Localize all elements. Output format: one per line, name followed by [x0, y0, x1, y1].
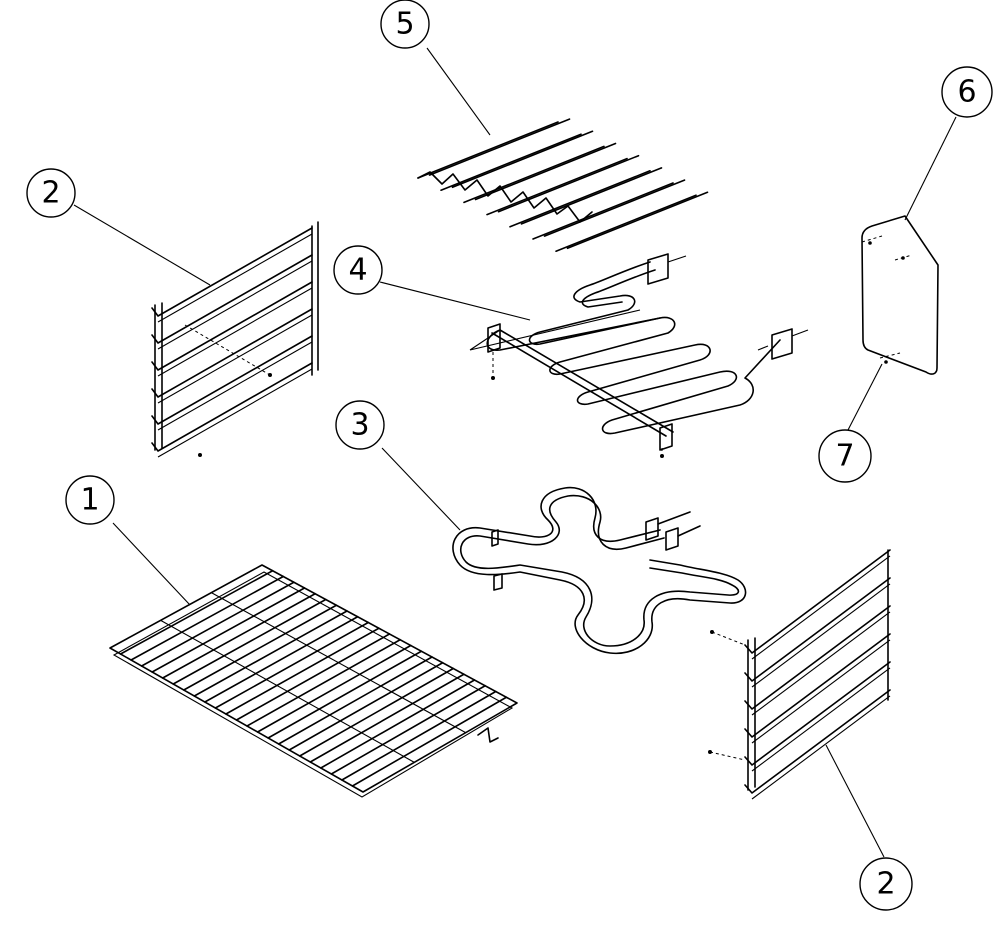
support-rail: [157, 368, 313, 458]
support-rail: [157, 287, 313, 377]
baffle-ridge: [440, 133, 582, 191]
support-rail: [744, 661, 891, 766]
callout-1-label: 1: [80, 483, 99, 518]
callout-5: 5: [380, 0, 430, 49]
support-rail: [151, 362, 313, 452]
rack-wire: [341, 690, 497, 781]
rack-wire: [214, 621, 370, 709]
callout-6-label: 6: [957, 75, 976, 110]
part-4-broil-element: [469, 253, 809, 458]
screw: [708, 750, 712, 754]
callout-7-label: 7: [835, 439, 854, 474]
callout-4: 4: [333, 245, 383, 295]
callout-2-right: 2: [859, 857, 913, 911]
baffle-ridge: [543, 179, 686, 237]
rack-wire: [119, 569, 274, 655]
rack-wire: [235, 633, 391, 721]
rack-wire: [130, 575, 285, 661]
rack-wire: [225, 627, 380, 715]
baffle-ridge: [520, 167, 663, 225]
baffle-ridge: [555, 194, 697, 252]
screw-guide: [711, 631, 746, 646]
support-rail: [151, 227, 313, 317]
support-rail: [157, 341, 313, 431]
support-rail: [151, 254, 313, 344]
support-rail: [157, 314, 313, 404]
rack-wire: [151, 587, 306, 673]
support-rail: [157, 233, 313, 323]
rack-wire: [182, 604, 338, 691]
callout-4-label: 4: [348, 253, 367, 288]
support-rail: [744, 577, 891, 682]
screw-guide: [709, 751, 746, 761]
rack-wire: [140, 581, 295, 667]
baffle-ridge: [566, 191, 709, 250]
callout-6: 6: [941, 66, 993, 118]
baffle-ridge: [497, 154, 640, 213]
rack-wire: [330, 684, 486, 775]
part-2-right-rack-support: [708, 549, 891, 800]
baffle-ridge: [509, 170, 651, 228]
part-6-cover-plate: [861, 215, 939, 375]
screw-guide: [184, 324, 271, 376]
rack-stop: [477, 727, 499, 743]
baffle-ridge: [428, 118, 571, 176]
baffle-ridge: [532, 182, 674, 240]
rack-wire: [288, 661, 444, 751]
rack-wire: [256, 644, 412, 733]
rack-wire: [204, 615, 359, 703]
rack-wire: [267, 650, 423, 739]
leader-lines: [73, 47, 957, 858]
baffle-front-edge: [417, 171, 593, 223]
screw: [268, 373, 272, 377]
support-rail: [751, 583, 891, 688]
rack-wire: [320, 679, 476, 769]
baffle-ridge: [474, 142, 617, 201]
callout-2-left-label: 2: [41, 176, 60, 211]
support-rail: [751, 667, 891, 772]
rack-wire: [246, 638, 401, 727]
callout-2-left: 2: [26, 168, 76, 218]
baffle-ridge: [451, 130, 594, 189]
support-rail: [151, 281, 313, 371]
support-rail: [751, 639, 891, 744]
screw: [710, 630, 714, 634]
support-rail: [751, 611, 891, 716]
part-1-oven-rack: [109, 564, 518, 798]
callout-3: 3: [335, 400, 385, 450]
support-rail: [744, 689, 891, 794]
rack-wire: [351, 696, 508, 787]
support-rail: [751, 695, 891, 800]
rack-wire: [309, 673, 465, 763]
part-5-corrugated-baffle: [417, 118, 709, 252]
support-rail: [151, 308, 313, 398]
rack-crossbar: [211, 592, 466, 734]
rack-crossbar: [160, 619, 415, 763]
part-3-bake-element: [452, 486, 747, 655]
support-rail: [744, 605, 891, 710]
baffle-ridge: [417, 121, 559, 179]
rack-inner-frame: [112, 571, 514, 798]
callout-5-label: 5: [395, 7, 414, 42]
baffle-ridge: [463, 145, 605, 204]
callout-1: 1: [65, 475, 115, 525]
rack-wire: [161, 592, 316, 679]
part-2-left-rack-support: [151, 221, 319, 458]
support-rail: [744, 633, 891, 738]
support-rail: [751, 555, 891, 660]
callout-2-right-label: 2: [876, 867, 895, 902]
support-rail: [157, 260, 313, 350]
rack-wire: [277, 656, 433, 745]
callout-7: 7: [818, 429, 872, 483]
rack-wire: [172, 598, 327, 685]
callout-3-label: 3: [350, 408, 369, 443]
screw: [198, 453, 202, 457]
support-rail: [744, 549, 891, 654]
rack-wire: [298, 667, 455, 757]
support-rail: [151, 335, 313, 425]
rack-wire: [193, 610, 348, 697]
baffle-ridge: [486, 157, 628, 216]
